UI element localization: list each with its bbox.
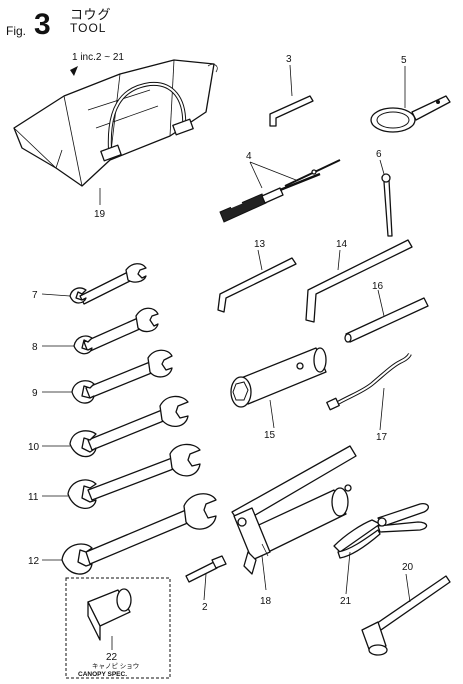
pliers: 21 [333,502,429,607]
spanner-11: 11 [28,443,201,509]
spanner-7: 7 [32,263,147,305]
grease-gun: 18 [231,445,357,607]
l-box-spanner: 20 [361,562,451,656]
canopy-spec-box: 22 キャノピ ショウ CANOPY SPEC. [65,577,171,679]
spanner-12: 12 [28,493,217,575]
callout-2-label: 2 [202,602,208,613]
tommy-bar: 16 [344,281,429,343]
grease-hose: 17 [326,352,412,443]
spanner-8: 8 [32,307,159,355]
spanner-9: 9 [32,349,173,404]
arrow-icon [70,66,78,76]
callout-14-label: 14 [336,239,348,250]
spanner-10: 10 [28,395,189,458]
callout-22-label: 22 [106,652,118,663]
box-wrench: 15 [230,347,327,441]
callout-19-label: 19 [94,209,106,220]
callout-3-label: 3 [286,54,292,65]
figure-prefix: Fig. [6,24,27,38]
tool-bag: 19 [13,59,218,220]
callout-8-label: 8 [32,342,38,353]
callout-11-label: 11 [28,492,39,503]
callout-7-label: 7 [32,290,38,301]
cotter-pin: 6 [376,149,393,237]
callout-5-label: 5 [401,55,407,66]
callout-10-label: 10 [28,442,40,453]
grease-nozzle: 2 [185,555,227,613]
figure-title-japanese: コウグ [70,7,112,22]
hex-key-small: 3 [269,54,314,127]
callout-17-label: 17 [376,432,388,443]
figure-number: 3 [34,8,51,41]
callout-16-label: 16 [372,281,384,292]
callout-6-label: 6 [376,149,382,160]
callout-12-label: 12 [28,556,40,567]
ring-spanner: 5 [370,55,451,133]
hex-key-large: 14 [305,239,413,323]
callout-4-label: 4 [246,151,252,162]
hex-key-medium: 13 [217,239,297,313]
canopy-note-japanese: キャノピ ショウ [92,662,139,670]
callout-9-label: 9 [32,388,38,399]
screwdriver: 4 [219,151,341,223]
callout-20-label: 20 [402,562,414,573]
callout-18-label: 18 [260,596,272,607]
callout-1-label: 1 inc.2 ~ 21 [72,52,124,63]
callout-15-label: 15 [264,430,276,441]
callout-1: 1 inc.2 ~ 21 [70,52,124,76]
callout-13-label: 13 [254,239,266,250]
figure-title-english: TOOL [70,21,107,35]
callout-21-label: 21 [340,596,352,607]
canopy-note-english: CANOPY SPEC. [78,671,127,678]
